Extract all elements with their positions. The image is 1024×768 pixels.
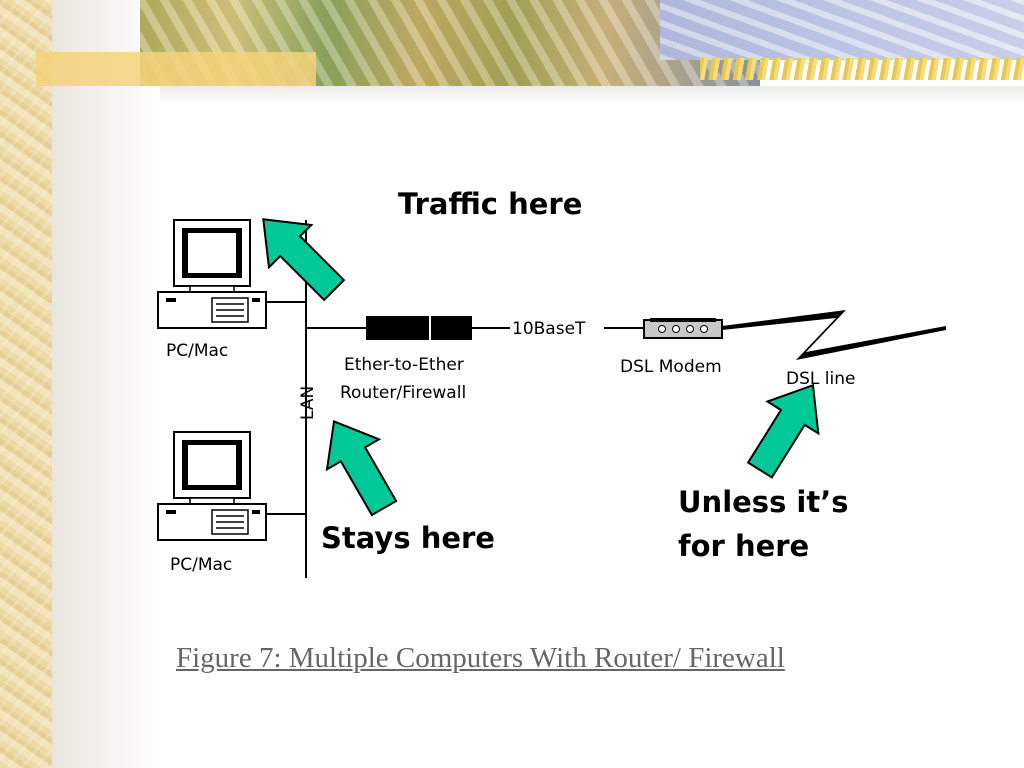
note-traffic-here: Traffic here	[398, 187, 582, 221]
modem-label: DSL Modem	[620, 357, 722, 377]
banner-sky-image	[660, 0, 1024, 60]
router-label-line1: Ether-to-Ether	[344, 355, 464, 375]
note-unless-line1: Unless it’s	[678, 485, 849, 519]
figure-caption: Figure 7: Multiple Computers With Router…	[176, 642, 785, 674]
banner-wheat-image	[700, 58, 1024, 80]
lan-label: LAN	[298, 386, 318, 420]
link-label: 10BaseT	[512, 319, 586, 339]
router-label-line2: Router/Firewall	[340, 383, 466, 403]
note-stays-here: Stays here	[321, 521, 495, 555]
modem-icon	[643, 318, 723, 339]
network-diagram: PC/Mac PC/Mac LAN Ether-to-Ether Router/…	[157, 187, 946, 578]
pc-top-label: PC/Mac	[166, 341, 228, 361]
pc-bottom-label: PC/Mac	[170, 555, 232, 575]
arrow-dsl-icon	[746, 383, 820, 479]
left-shadow-fade	[52, 0, 162, 768]
top-decorative-banner	[0, 0, 1024, 86]
pc-top-icon	[157, 219, 267, 329]
note-unless-line2: for here	[678, 529, 809, 563]
banner-shadow	[160, 86, 1024, 106]
dsl-line-label: DSL line	[786, 369, 855, 389]
pc-bottom-icon	[157, 431, 267, 541]
banner-gold-band	[36, 52, 316, 86]
arrow-stays-icon	[325, 419, 398, 517]
dsl-line-bolt	[722, 310, 946, 360]
left-decorative-strip	[0, 0, 52, 768]
arrow-traffic-icon	[262, 218, 346, 302]
banner-leaves-image	[140, 0, 760, 86]
router-icon	[366, 316, 472, 340]
